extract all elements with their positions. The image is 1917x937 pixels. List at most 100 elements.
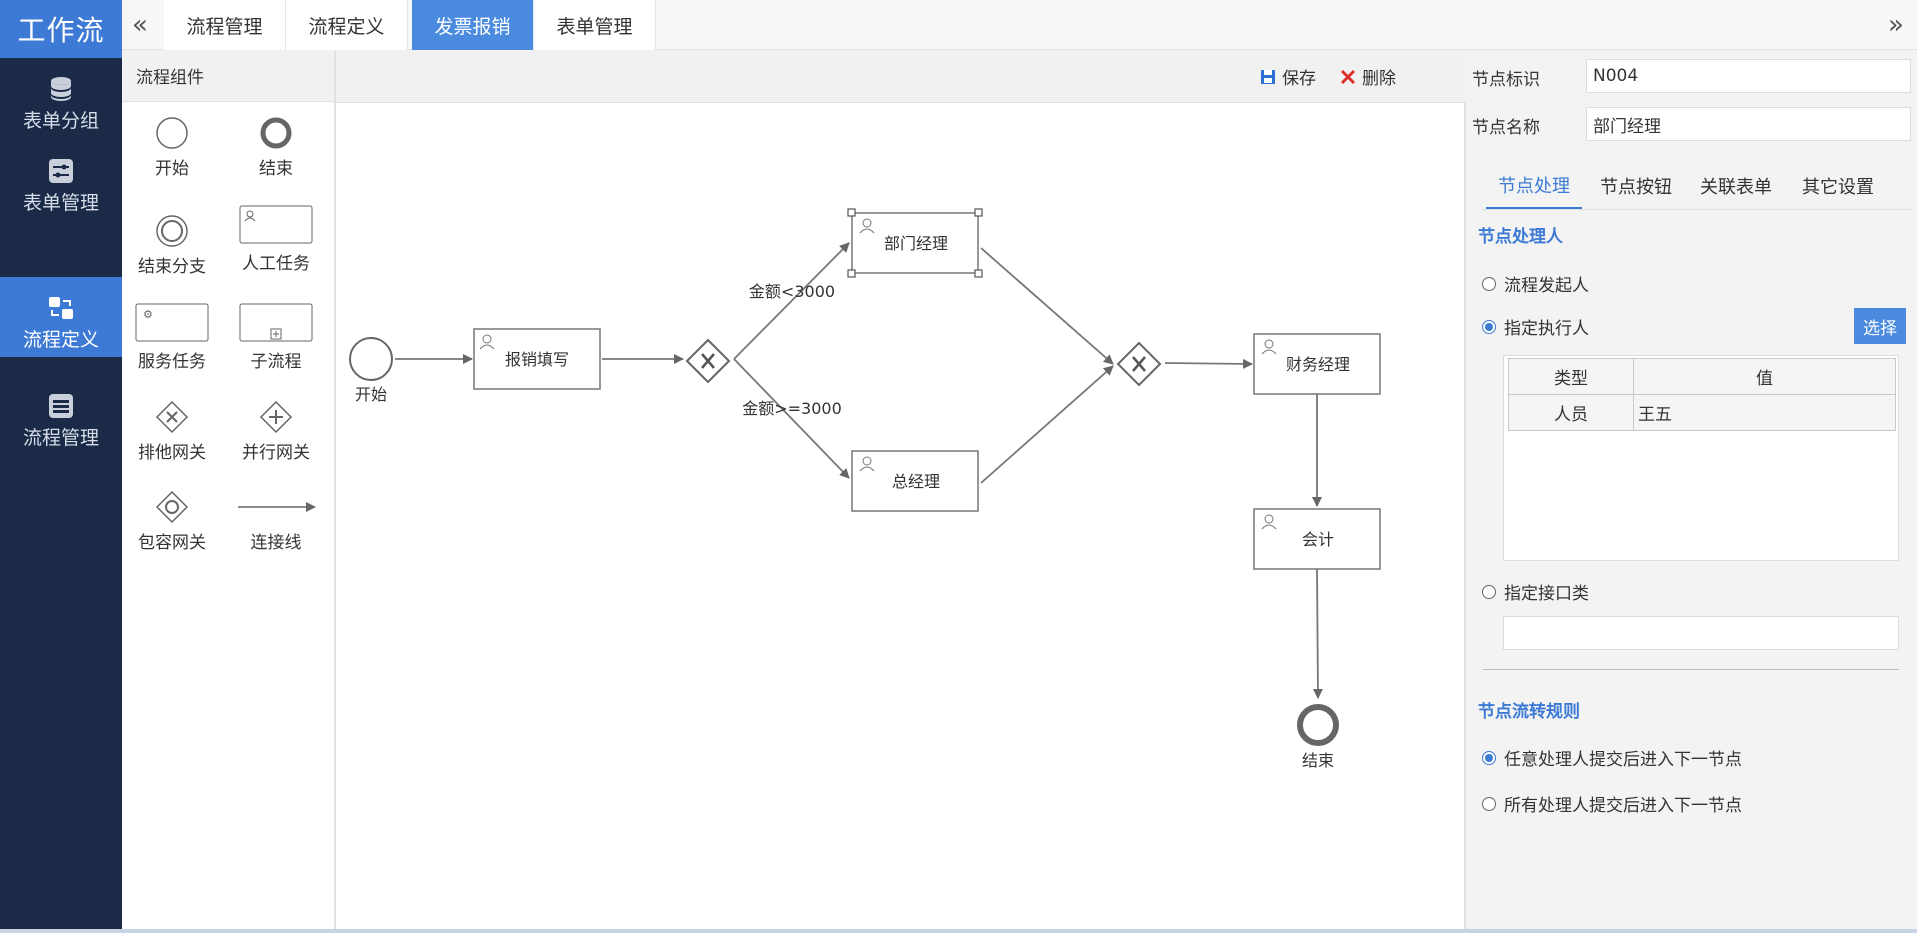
connector[interactable] bbox=[980, 365, 1114, 484]
tab-bar: « 流程管理 流程定义 发票报销 表单管理 » bbox=[122, 0, 1917, 50]
section-divider bbox=[1483, 669, 1899, 670]
connector[interactable] bbox=[733, 242, 850, 360]
nav-label: 流程定义 bbox=[22, 329, 99, 351]
palette-start-event[interactable]: 开始 bbox=[122, 116, 222, 179]
radio-button[interactable] bbox=[1482, 584, 1496, 599]
nav-label: 表单分组 bbox=[22, 110, 99, 132]
task-label: 总经理 bbox=[892, 472, 940, 491]
palette-label: 结束 bbox=[259, 159, 293, 179]
nav-item-flow-manage[interactable]: 流程管理 bbox=[0, 375, 122, 455]
start-event-label: 开始 bbox=[355, 385, 387, 404]
sliders-icon bbox=[49, 159, 73, 183]
rule-option-all[interactable]: 所有处理人提交后进入下一节点 bbox=[1482, 791, 1742, 816]
palette-end-branch[interactable]: 结束分支 bbox=[122, 214, 222, 277]
tab-form-manage[interactable]: 表单管理 bbox=[534, 0, 656, 50]
close-icon bbox=[1340, 69, 1356, 84]
service-task-icon: ⚙ bbox=[135, 303, 209, 342]
canvas-toolbar: 保存 删除 bbox=[336, 50, 1466, 103]
subprocess-icon bbox=[239, 303, 313, 342]
selection-handles[interactable] bbox=[847, 208, 983, 278]
exclusive-gateway[interactable] bbox=[685, 338, 731, 384]
interface-class-input[interactable] bbox=[1503, 616, 1899, 650]
palette-label: 结束分支 bbox=[138, 257, 206, 277]
column-header: 值 bbox=[1633, 358, 1896, 395]
tab-flow-manage[interactable]: 流程管理 bbox=[164, 0, 286, 50]
radio-button[interactable] bbox=[1482, 750, 1496, 765]
option-assignee[interactable]: 指定执行人 bbox=[1482, 314, 1589, 339]
palette-exclusive-gateway[interactable]: 排他网关 bbox=[122, 400, 222, 463]
radio-button[interactable] bbox=[1482, 319, 1496, 334]
palette-subprocess[interactable]: 子流程 bbox=[226, 303, 326, 372]
start-event[interactable] bbox=[349, 337, 393, 381]
left-navigation: 工作流 表单分组 表单管理 流程定义 bbox=[0, 0, 122, 933]
app-brand: 工作流 bbox=[0, 0, 122, 58]
nav-item-flow-definition[interactable]: 流程定义 bbox=[0, 277, 122, 357]
palette-label: 开始 bbox=[155, 159, 189, 179]
task-finance-manager[interactable]: 财务经理 bbox=[1253, 333, 1381, 395]
connector[interactable] bbox=[1164, 358, 1253, 369]
node-id-field[interactable] bbox=[1586, 59, 1911, 93]
task-dept-manager[interactable]: 部门经理 bbox=[847, 208, 983, 278]
condition-label: 金额<3000 bbox=[749, 282, 835, 301]
delete-button[interactable]: 删除 bbox=[1340, 50, 1396, 103]
node-name-row: 节点名称 bbox=[1466, 103, 1917, 143]
palette-inclusive-gateway[interactable]: 包容网关 bbox=[122, 490, 222, 553]
flow-diagram[interactable]: 开始 报销填写 金额<3000 金额>=3000 部门经理 bbox=[336, 103, 1466, 933]
radio-button[interactable] bbox=[1482, 796, 1496, 811]
tab-linked-forms[interactable]: 关联表单 bbox=[1700, 177, 1772, 198]
save-button[interactable]: 保存 bbox=[1260, 50, 1316, 103]
task-label: 部门经理 bbox=[884, 234, 948, 253]
tab-other-settings[interactable]: 其它设置 bbox=[1802, 177, 1874, 198]
table-cell: 王五 bbox=[1633, 394, 1896, 431]
node-name-field[interactable] bbox=[1586, 107, 1911, 141]
task-fill-form[interactable]: 报销填写 bbox=[473, 328, 601, 390]
end-event-label: 结束 bbox=[1302, 751, 1334, 770]
palette-service-task[interactable]: ⚙ 服务任务 bbox=[122, 303, 222, 372]
exclusive-gateway[interactable] bbox=[1116, 341, 1162, 387]
task-accountant[interactable]: 会计 bbox=[1253, 508, 1381, 570]
tab-node-handling[interactable]: 节点处理 bbox=[1486, 162, 1582, 210]
double-chevron-left-icon[interactable]: « bbox=[132, 10, 148, 40]
node-id-label: 节点标识 bbox=[1472, 70, 1540, 90]
select-button[interactable]: 选择 bbox=[1854, 308, 1906, 344]
palette-label: 包容网关 bbox=[138, 533, 206, 553]
double-chevron-right-icon[interactable]: » bbox=[1888, 10, 1904, 40]
end-event[interactable] bbox=[1297, 704, 1339, 746]
palette-user-task[interactable]: 人工任务 bbox=[226, 205, 326, 274]
palette-label: 子流程 bbox=[250, 352, 302, 372]
palette-label: 排他网关 bbox=[138, 443, 206, 463]
palette-label: 人工任务 bbox=[242, 254, 310, 274]
svg-text:⚙: ⚙ bbox=[143, 308, 153, 321]
palette-parallel-gateway[interactable]: 并行网关 bbox=[226, 400, 326, 463]
table-cell: 人员 bbox=[1508, 394, 1634, 431]
option-interface[interactable]: 指定接口类 bbox=[1482, 579, 1589, 604]
bottom-border bbox=[0, 929, 1917, 933]
nav-item-form-manage[interactable]: 表单管理 bbox=[0, 140, 122, 220]
palette-label: 并行网关 bbox=[242, 443, 310, 463]
option-initiator[interactable]: 流程发起人 bbox=[1482, 271, 1589, 296]
task-label: 会计 bbox=[1302, 530, 1334, 549]
rule-option-any[interactable]: 任意处理人提交后进入下一节点 bbox=[1482, 745, 1742, 770]
flow-canvas[interactable]: 开始 报销填写 金额<3000 金额>=3000 部门经理 bbox=[336, 103, 1466, 933]
nav-item-form-group[interactable]: 表单分组 bbox=[0, 58, 122, 138]
connector[interactable] bbox=[1312, 568, 1323, 699]
tab-flow-definition[interactable]: 流程定义 bbox=[286, 0, 408, 50]
end-event-icon bbox=[260, 117, 292, 149]
handler-section-title: 节点处理人 bbox=[1478, 227, 1563, 247]
option-label: 任意处理人提交后进入下一节点 bbox=[1504, 750, 1742, 770]
task-general-manager[interactable]: 总经理 bbox=[851, 450, 979, 512]
palette-connector[interactable]: 连接线 bbox=[226, 490, 326, 553]
option-label: 流程发起人 bbox=[1504, 276, 1589, 296]
delete-label: 删除 bbox=[1362, 69, 1396, 89]
tab-invoice-reimbursement[interactable]: 发票报销 bbox=[412, 0, 534, 50]
connector[interactable] bbox=[980, 247, 1114, 365]
palette-end-event[interactable]: 结束 bbox=[226, 116, 326, 179]
column-header: 类型 bbox=[1508, 358, 1634, 395]
connector[interactable] bbox=[733, 358, 850, 479]
radio-button[interactable] bbox=[1482, 276, 1496, 291]
rule-section-title: 节点流转规则 bbox=[1478, 702, 1580, 722]
task-label: 财务经理 bbox=[1286, 355, 1350, 374]
tab-node-buttons[interactable]: 节点按钮 bbox=[1600, 177, 1672, 198]
save-label: 保存 bbox=[1282, 69, 1316, 89]
table-row[interactable]: 人员 王五 bbox=[1508, 394, 1896, 431]
